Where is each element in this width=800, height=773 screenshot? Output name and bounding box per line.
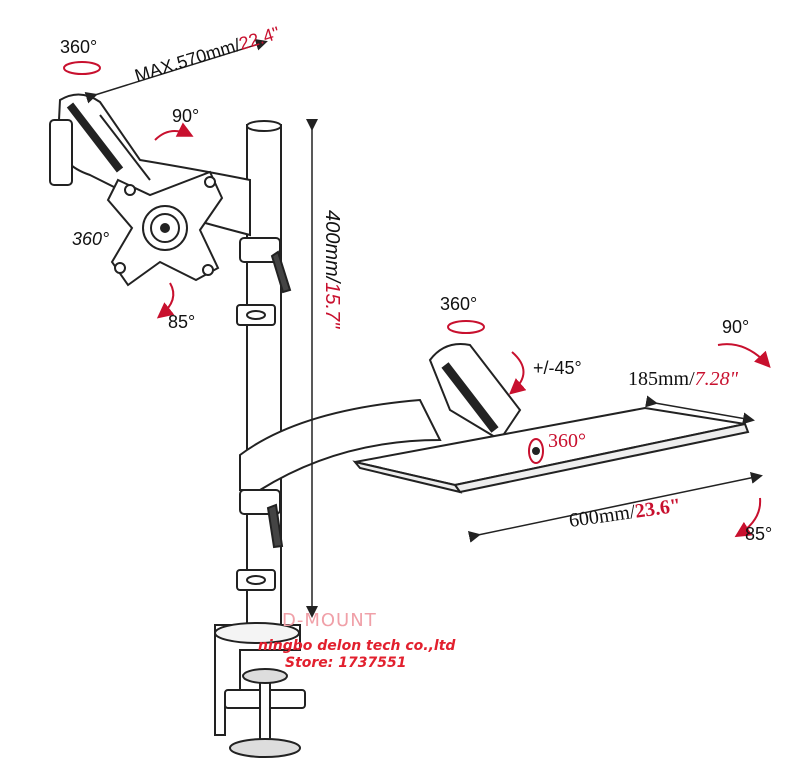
- rot-lower-tilt-label: +/-45°: [533, 358, 582, 378]
- lock-knob-upper: [239, 237, 292, 294]
- pole-collar-upper: [236, 304, 276, 326]
- rot-lower-swivel-label: 360°: [440, 294, 477, 314]
- rot-top-arm-label: 90°: [172, 106, 199, 126]
- rot-tray-tilt-label: 85°: [745, 524, 772, 544]
- rotation-arrows: [63, 61, 771, 538]
- height-label: 400mm/15.7": [321, 210, 343, 329]
- tray-width-dimension: [467, 471, 763, 543]
- vesa-plate: [106, 170, 224, 287]
- desk-clamp: [214, 622, 306, 758]
- pole-collar-lower: [236, 569, 276, 591]
- watermark-store: Store: 1737551: [285, 655, 406, 671]
- lower-arm: [239, 343, 522, 491]
- reach-dimension: [84, 38, 268, 104]
- tray-depth-label: 185mm/7.28": [628, 368, 739, 390]
- vertical-pole: [246, 120, 282, 626]
- reach-label: MAX.570mm/22.4": [132, 23, 282, 86]
- tray-depth-dimension: [645, 395, 755, 425]
- watermark-brand: D-MOUNT: [282, 610, 377, 631]
- tray-width-label: 600mm/23.6": [568, 494, 683, 531]
- rot-tray-swivel-label: 360°: [548, 430, 586, 452]
- rot-top-vesa-label: 360°: [72, 229, 109, 249]
- watermark-company: ningbo delon tech co.,ltd: [258, 638, 456, 654]
- rot-top-swivel-label: 360°: [60, 37, 97, 57]
- rot-top-tilt-label: 85°: [168, 312, 195, 332]
- rot-tray-rotate-label: 90°: [722, 317, 749, 337]
